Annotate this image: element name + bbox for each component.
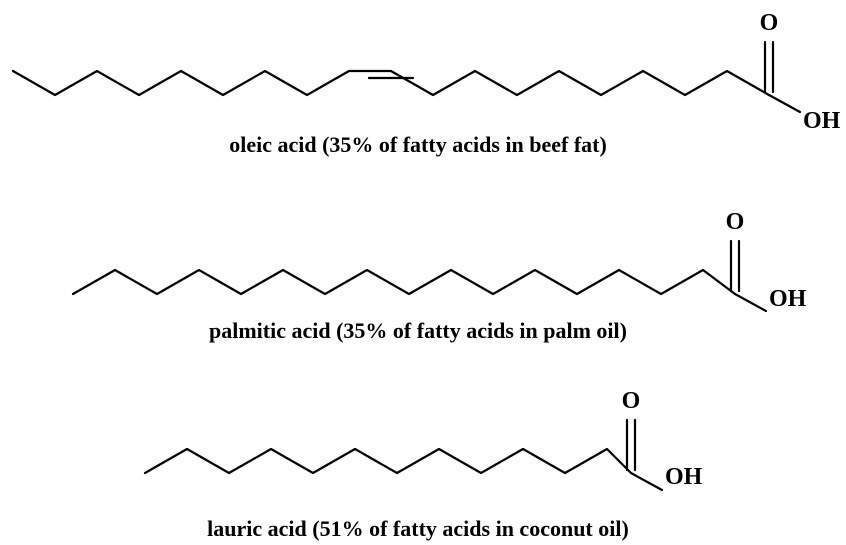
lauric-acid-carbon-chain bbox=[143, 447, 633, 475]
lauric-acid-hydroxyl-bond bbox=[629, 471, 664, 492]
oleic-acid-carbonyl-oxygen-label: O bbox=[760, 10, 779, 36]
oleic-acid-hydroxyl-bond bbox=[767, 93, 802, 114]
lauric-acid-structure: O OH lauric acid (51% of fatty acids in … bbox=[143, 388, 703, 541]
palmitic-acid-carbonyl-oxygen-label: O bbox=[726, 209, 745, 235]
palmitic-acid-structure: O OH palmitic acid (35% of fatty acids i… bbox=[71, 209, 807, 343]
lauric-acid-hydroxyl-label: OH bbox=[665, 464, 703, 490]
palmitic-acid-hydroxyl-label: OH bbox=[769, 286, 807, 312]
oleic-acid-carbon-chain bbox=[11, 69, 771, 97]
palmitic-acid-caption: palmitic acid (35% of fatty acids in pal… bbox=[209, 318, 627, 343]
lauric-acid-caption: lauric acid (51% of fatty acids in cocon… bbox=[207, 516, 629, 541]
oleic-acid-hydroxyl-label: OH bbox=[803, 108, 841, 134]
oleic-acid-structure: O OH oleic acid (35% of fatty acids in b… bbox=[11, 10, 841, 157]
oleic-acid-caption: oleic acid (35% of fatty acids in beef f… bbox=[229, 132, 607, 157]
palmitic-acid-hydroxyl-bond bbox=[733, 292, 768, 313]
lauric-acid-carbonyl-oxygen-label: O bbox=[622, 388, 641, 414]
palmitic-acid-carbon-chain bbox=[71, 268, 737, 296]
